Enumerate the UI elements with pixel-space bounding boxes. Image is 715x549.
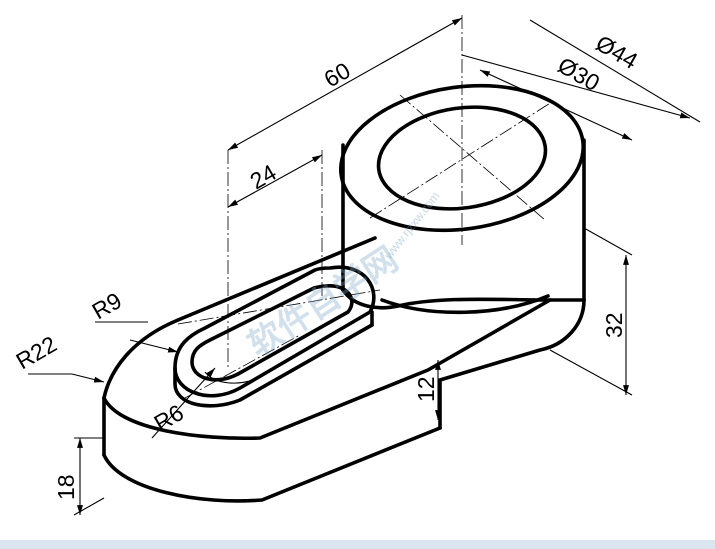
base-top-edge	[102, 236, 377, 400]
dim-slot-radius-outer: R9	[88, 287, 126, 324]
dim-bore-diameter: Ø30	[554, 52, 605, 96]
boss-lower-front	[438, 298, 586, 382]
base-bottom-edge	[102, 426, 442, 503]
dimension-lines	[28, 17, 701, 516]
dim-base-height: 18	[53, 474, 79, 500]
cylinder-boss	[338, 83, 586, 382]
dim-slot-distance: 24	[246, 159, 281, 194]
slot-wall-front	[173, 323, 374, 408]
bottom-strip	[0, 540, 715, 549]
dim-step-height: 12	[413, 376, 439, 402]
dim-cylinder-height: 32	[601, 312, 627, 338]
base-front-top-edge	[102, 298, 552, 441]
dim-outer-radius: R22	[12, 331, 62, 375]
dim-outer-diameter: Ø44	[592, 30, 643, 74]
boss-blend-curve	[380, 294, 550, 315]
dim-overall-length: 60	[320, 57, 355, 92]
watermark-url: www.rjzxw.com	[381, 189, 443, 263]
slot-inner-rim	[190, 284, 354, 382]
boss-bottom-arc	[341, 288, 586, 310]
slot	[173, 265, 376, 408]
